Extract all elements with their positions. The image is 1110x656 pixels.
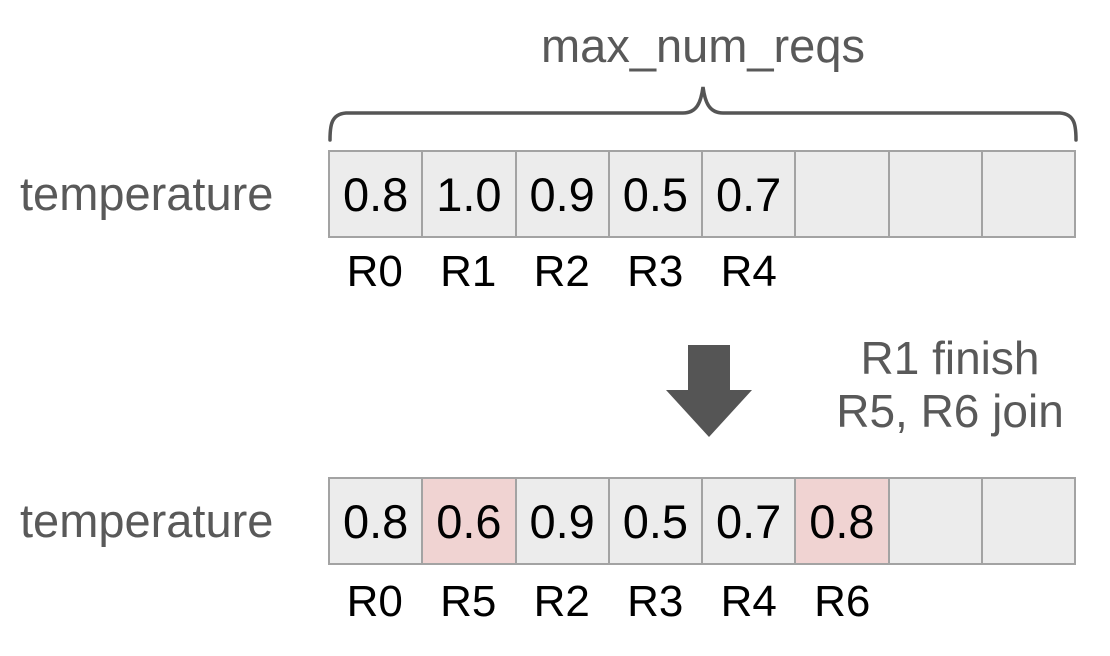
array-cell [889,152,983,236]
array-cell [982,152,1074,236]
array-cell: 0.5 [609,479,703,563]
request-label [889,578,983,626]
array-cell: 0.8 [330,152,424,236]
request-label: R4 [720,577,777,626]
request-label: R3 [627,577,684,626]
request-labels-after: R0 R5 R2 R3 R4 R6 [328,578,1076,626]
array-cell: 0.9 [516,152,610,236]
request-label [889,248,983,296]
max-num-reqs-title: max_num_reqs [541,19,865,72]
array-cell: 0.5 [609,152,703,236]
transition-note: R1 finish R5, R6 join [820,332,1080,438]
request-labels-before: R0 R1 R2 R3 R4 [328,248,1076,296]
array-cell [889,479,983,563]
request-label: R1 [440,247,497,296]
array-cell [982,479,1074,563]
brace-bracket-icon [328,86,1078,142]
array-cell: 0.8 [330,479,424,563]
request-label [983,248,1077,296]
array-cell [796,152,890,236]
temperature-label-top: temperature [20,167,274,220]
request-label [983,578,1077,626]
array-cell: 0.7 [703,479,797,563]
request-label: R5 [440,577,497,626]
request-label: R2 [533,577,590,626]
temperature-label-bottom: temperature [20,494,274,547]
array-cell: 1.0 [423,152,517,236]
request-label: R0 [346,247,403,296]
array-cell: 0.7 [703,152,797,236]
transition-note-line2: R5, R6 join [836,385,1064,437]
request-label: R2 [533,247,590,296]
request-label: R6 [814,577,871,626]
array-cell-highlighted: 0.8 [796,479,890,563]
down-arrow-icon [666,345,752,437]
array-cell-highlighted: 0.6 [423,479,517,563]
request-label [796,248,890,296]
request-label: R0 [346,577,403,626]
array-cell: 0.9 [516,479,610,563]
down-arrow-shape [666,345,752,437]
request-label: R3 [627,247,684,296]
transition-note-line1: R1 finish [860,332,1040,384]
request-label: R4 [720,247,777,296]
